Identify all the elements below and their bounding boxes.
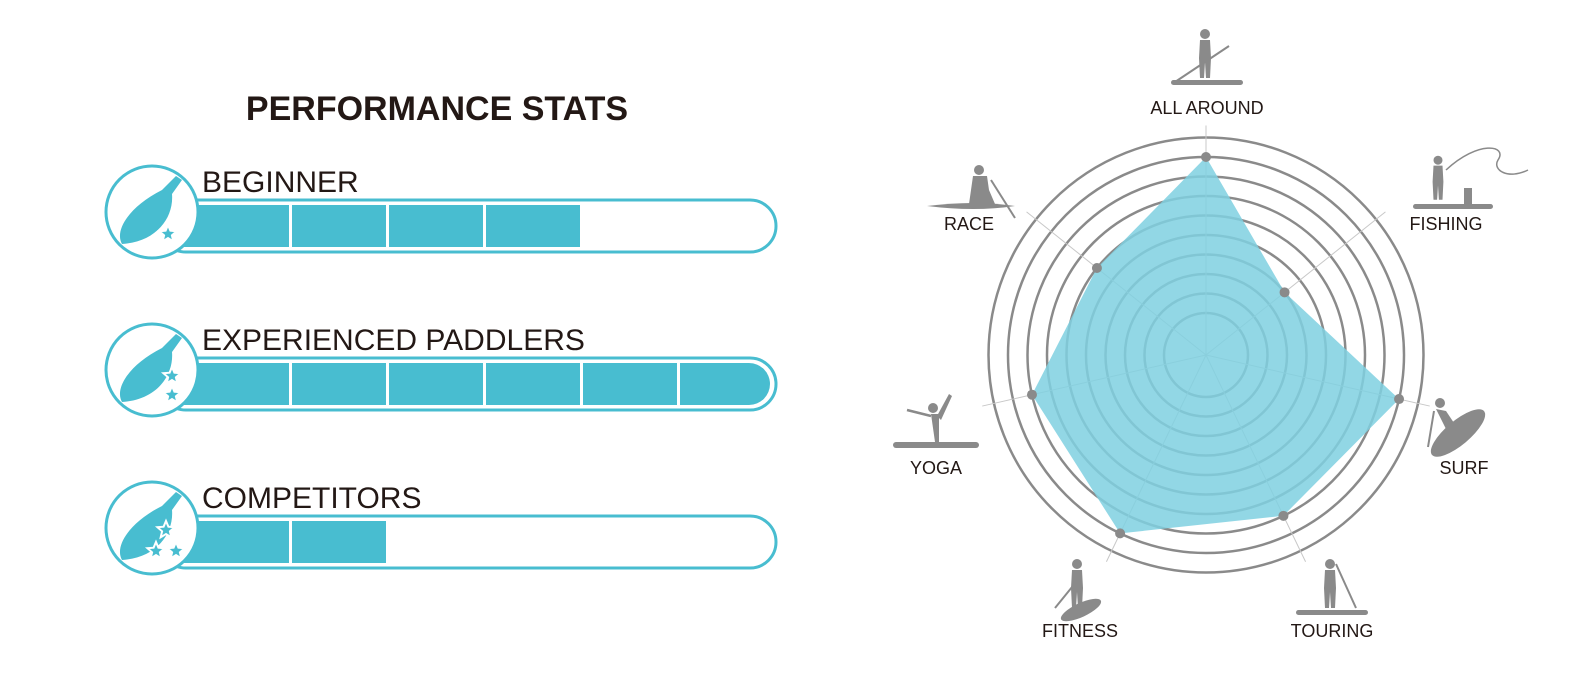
touring-sup-icon (1296, 559, 1368, 615)
radar-category-label: FISHING (1409, 214, 1482, 234)
level-bar-segment (292, 363, 386, 405)
skill-level-row: BEGINNER (104, 164, 778, 260)
fishing-sup-icon (1413, 147, 1529, 209)
radar-area (1032, 157, 1399, 534)
level-bar-segment (292, 205, 386, 247)
level-bar-segment (680, 363, 770, 405)
skill-level-label: BEGINNER (202, 166, 359, 199)
radar-labels: ALL AROUND FISHING SURF TOURING FITNESS YOGA R… (893, 29, 1529, 641)
skill-level-label: EXPERIENCED PADDLERS (202, 324, 585, 357)
radar-category-label: ALL AROUND (1150, 98, 1263, 118)
level-bar-segment (486, 363, 580, 405)
radar-points (1026, 152, 1405, 539)
level-bar-segment (583, 363, 677, 405)
radar-point (1115, 528, 1126, 539)
skill-level-row: COMPETITORS (104, 480, 778, 576)
radar-point (1026, 389, 1037, 400)
skill-level-bars: BEGINNER EXPERIENCED PADDLERS COMPETITORS (104, 164, 778, 576)
radar-point (1279, 287, 1290, 298)
radar-category-label: TOURING (1291, 621, 1374, 641)
paddle-three-stars-icon (119, 492, 188, 561)
skill-level-label: COMPETITORS (202, 482, 421, 515)
radar-category-label: FITNESS (1042, 621, 1118, 641)
level-bar-segment (486, 205, 580, 247)
radar-point (1394, 394, 1405, 405)
skill-level-row: EXPERIENCED PADDLERS (104, 322, 778, 418)
race-sup-icon (927, 165, 1016, 219)
paddle-two-stars-icon (119, 334, 184, 405)
radar-category-label: SURF (1440, 458, 1489, 478)
radar-point (1278, 510, 1289, 521)
level-bar-segment (389, 363, 483, 405)
surf-sup-icon (1427, 398, 1486, 457)
radar-point (1091, 263, 1102, 274)
level-bar-segment (292, 521, 386, 563)
all-around-sup-icon (1171, 29, 1243, 85)
page-title: PERFORMANCE STATS (246, 90, 628, 128)
performance-stats-panel: PERFORMANCE STATS BEGINNER EXPERIENCED PA… (104, 90, 778, 576)
radar-category-label: YOGA (910, 458, 962, 478)
yoga-sup-icon (893, 394, 979, 448)
level-bar-segment (389, 205, 483, 247)
radar-point (1201, 152, 1211, 162)
paddle-one-star-icon (119, 176, 182, 244)
fitness-sup-icon (1054, 559, 1102, 622)
radar-category-label: RACE (944, 214, 994, 234)
